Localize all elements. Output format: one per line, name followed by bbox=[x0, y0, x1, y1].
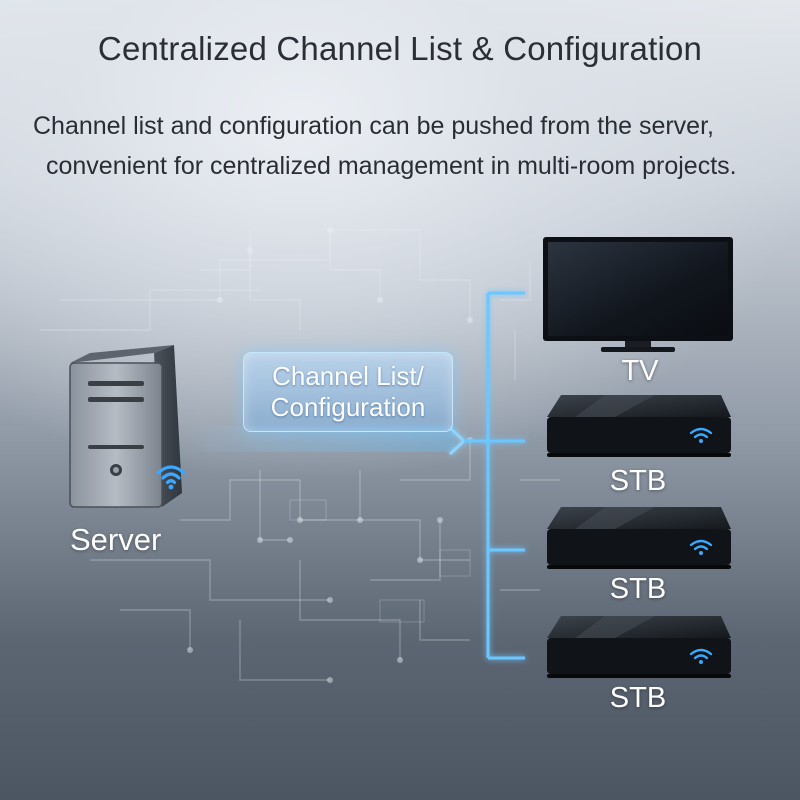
set-top-box-icon bbox=[547, 616, 731, 678]
stb-device-2 bbox=[545, 505, 731, 571]
flow-label-line-1: Channel List/ bbox=[272, 361, 424, 391]
stb-label-1: STB bbox=[609, 465, 667, 497]
flow-label-line-2: Configuration bbox=[270, 392, 426, 422]
description-line-2: convenient for centralized management in… bbox=[46, 152, 737, 180]
server bbox=[66, 345, 186, 510]
data-flow-label: Channel List/ Configuration bbox=[243, 352, 453, 432]
tv-icon bbox=[543, 237, 733, 352]
page-title: Centralized Channel List & Configuration bbox=[97, 30, 703, 67]
tv-label: TV bbox=[621, 355, 659, 387]
set-top-box-icon bbox=[547, 507, 731, 569]
server-label: Server bbox=[70, 522, 162, 557]
stb-label-3: STB bbox=[609, 682, 667, 714]
stb-label-2: STB bbox=[609, 573, 667, 605]
wifi-icon bbox=[156, 465, 186, 490]
stb-device-1 bbox=[545, 393, 731, 459]
description-line-1: Channel list and configuration can be pu… bbox=[33, 112, 714, 140]
set-top-box-icon bbox=[547, 395, 731, 457]
server-tower-icon bbox=[69, 345, 182, 508]
stb-device-3 bbox=[545, 614, 731, 680]
tv-device bbox=[543, 237, 733, 355]
